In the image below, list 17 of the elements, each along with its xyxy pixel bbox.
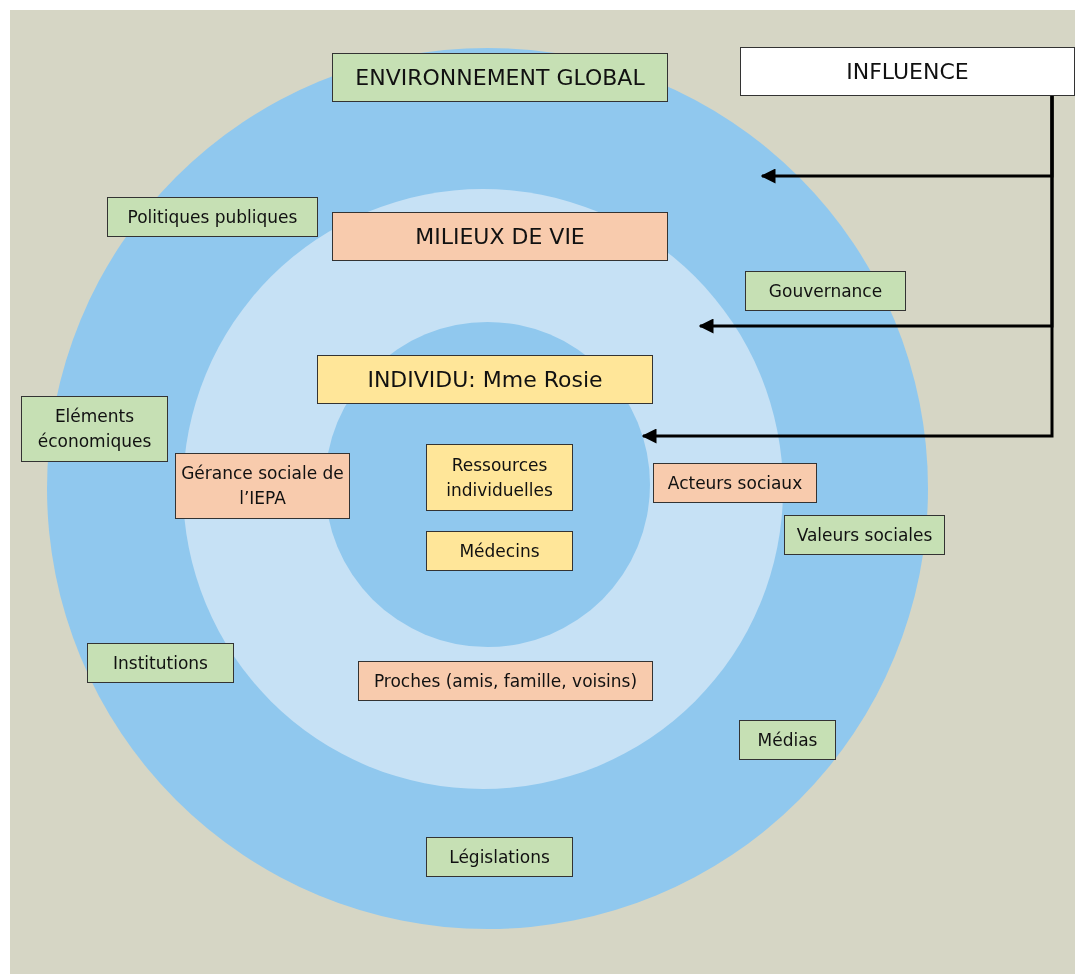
label-box: Politiques publiques [107, 197, 318, 237]
label-box: Médecins [426, 531, 573, 571]
label-box: Eléments économiques [21, 396, 168, 462]
label-box: Institutions [87, 643, 234, 683]
arrow [641, 96, 1054, 444]
label-box: Gouvernance [745, 271, 906, 311]
label-box: Valeurs sociales [784, 515, 945, 555]
label-box: Gérance sociale de l’IEPA [175, 453, 350, 519]
label-box: Ressources individuelles [426, 444, 573, 511]
heading-box: INDIVIDU: Mme Rosie [317, 355, 653, 404]
label-box: Législations [426, 837, 573, 877]
heading-box: ENVIRONNEMENT GLOBAL [332, 53, 668, 102]
heading-box: INFLUENCE [740, 47, 1075, 96]
heading-box: MILIEUX DE VIE [332, 212, 668, 261]
label-box: Acteurs sociaux [653, 463, 817, 503]
label-box: Médias [739, 720, 836, 760]
label-box: Proches (amis, famille, voisins) [358, 661, 653, 701]
